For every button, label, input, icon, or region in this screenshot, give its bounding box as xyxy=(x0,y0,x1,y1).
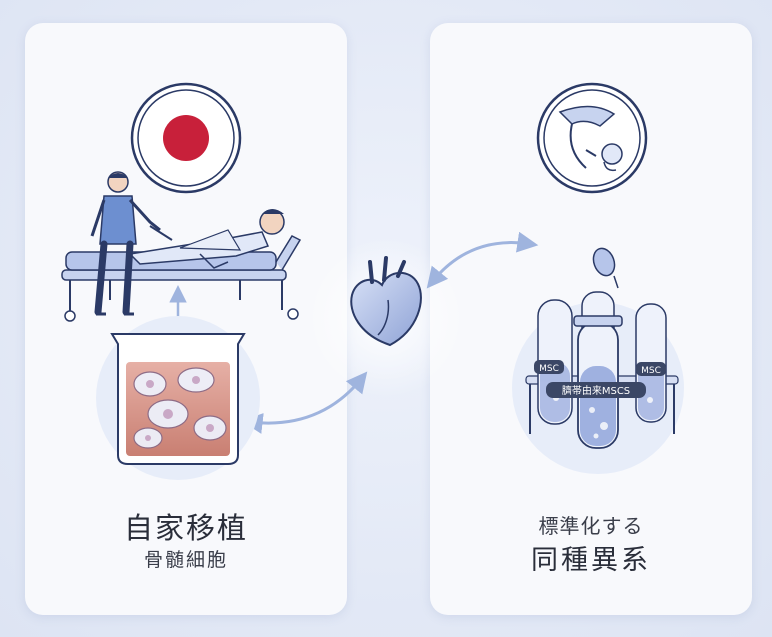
band-label-bg xyxy=(546,382,646,398)
msc-label-right: MSC xyxy=(641,366,661,376)
msc-label-left: MSC xyxy=(539,364,559,374)
left-title: 自家移植 xyxy=(123,511,248,545)
right-title: 同種異系 xyxy=(531,545,651,576)
japan-flag-icon xyxy=(130,82,242,194)
left-subtitle: 骨髄細胞 xyxy=(143,549,228,571)
band-label: 臍帯由来MSCS xyxy=(562,384,630,397)
msc-label-right-bg xyxy=(636,362,666,376)
right-subtitle: 標準化する xyxy=(538,514,644,538)
beaker-cells-icon xyxy=(96,316,260,480)
arrow-heart-left xyxy=(241,371,368,434)
test-tubes-illustration: MSC MSC 臍帯由来MSCS xyxy=(512,247,684,474)
heart-icon xyxy=(350,256,422,347)
umbilical-mother-baby-icon xyxy=(536,82,648,194)
arrow-heart-right xyxy=(426,231,539,289)
patient-bed-illustration xyxy=(61,171,302,322)
msc-label-left-bg xyxy=(534,360,564,374)
